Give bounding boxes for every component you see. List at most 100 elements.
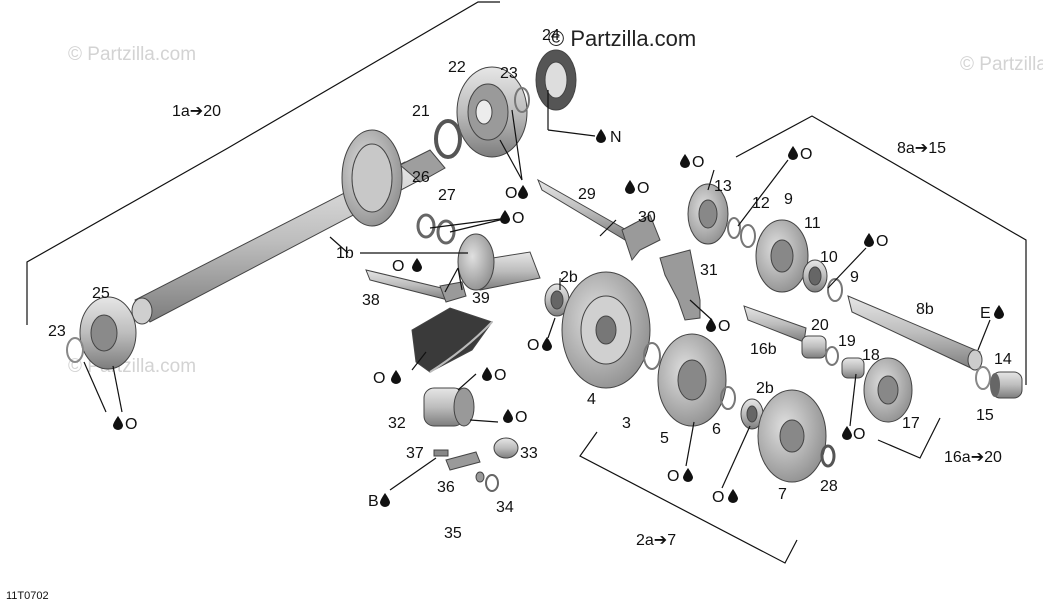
part-label-35: 35 [444,525,462,542]
bracket-8a-15 [735,115,1027,385]
shaft-16b [743,305,807,343]
part-label-11: 11 [804,215,821,232]
part-label-39: 39 [472,290,490,307]
part-label-30: 30 [638,209,656,226]
lube-o-label: O [853,426,865,443]
washer-9 [827,278,843,302]
oil-drop-icon [113,416,123,430]
lube-o-label: O [876,233,888,250]
oil-drop-icon [683,468,693,482]
washer-9-top [740,224,756,248]
fork-30 [621,214,661,262]
watermark-faint: © Partzilla.com [960,54,1043,75]
part-label-25: 25 [92,285,110,302]
part-label-4: 4 [587,391,596,408]
part-label-28: 28 [820,478,838,495]
lube-o-label: O [712,489,724,506]
part-label-19: 19 [838,333,856,350]
lube-o-label: O [512,210,524,227]
oil-drop-icon [380,493,390,507]
part-label-31: 31 [700,262,718,279]
lube-o-label: O [494,367,506,384]
link-36 [445,451,481,471]
bearing-22 [456,66,528,158]
washer-6 [720,386,736,410]
lube-o-label: O [637,180,649,197]
bearing-18 [841,357,865,379]
fork-31 [659,249,701,321]
oil-drop-icon [500,210,510,224]
part-label-9: 9 [850,269,859,286]
washer-19 [825,346,839,366]
shift-drum-32 [423,387,475,427]
part-label-34: 34 [496,499,514,516]
gear-5 [657,333,727,427]
bearing-10 [802,259,828,293]
washer-26 [416,213,436,239]
oil-drop-icon [503,409,513,423]
oil-drop-icon [391,370,401,384]
group-label-2a-7: 2a➔7 [636,532,676,549]
oil-drop-icon [994,305,1004,319]
shift-drum-segment [411,307,493,373]
oil-drop-icon [680,154,690,168]
part-label-36: 36 [437,479,455,496]
ring-14 [975,366,991,390]
oil-drop-icon [842,426,852,440]
bearing-25 [79,296,137,370]
lube-b-label: B [368,493,379,510]
figure-code: 11T0702 [6,590,49,602]
part-label-10: 10 [820,249,838,266]
lube-o-label: O [527,337,539,354]
washer-27 [436,219,456,245]
lube-n-label: N [610,129,622,146]
bevel-gear [341,129,403,227]
part-label-8b: 8b [916,301,934,318]
plate-33 [493,437,519,459]
bearing-2b-top [544,283,570,317]
part-label-18: 18 [862,347,880,364]
part-label-32: 32 [388,415,406,432]
part-label-24: 24 [542,27,560,44]
lube-e-label: E [980,305,991,322]
bracket-16a-20 [877,417,941,459]
bolt-37 [433,449,449,457]
lube-o-label: O [373,370,385,387]
part-label-23: 23 [500,65,518,82]
watermark-faint: © Partzilla.com [68,44,196,65]
watermark-main: © Partzilla.com [548,26,696,51]
part-label-27: 27 [438,187,456,204]
ring-23 [514,87,530,113]
lever-39 [439,281,467,303]
part-label-1b: 1b [336,245,354,262]
ring-12 [727,217,741,239]
part-label-37: 37 [406,445,424,462]
ring-3 [643,342,661,370]
washer-34 [485,474,499,492]
gear-11 [755,219,809,293]
bearing-2b-bottom [740,398,764,430]
part-label-22: 22 [448,59,466,76]
oil-drop-icon [412,258,422,272]
gear-13 [687,183,729,245]
oil-drop-icon [728,489,738,503]
washer-28 [820,444,836,468]
part-label-2b: 2b [756,380,774,397]
oil-drop-icon [596,129,606,143]
part-label-6: 6 [712,421,721,438]
part-label-15: 15 [976,407,994,424]
washer-21 [434,119,462,159]
part-label-16b: 16b [750,341,777,358]
bushing-20 [801,335,827,359]
oil-drop-icon [542,337,552,351]
part-label-33: 33 [520,445,538,462]
seal-24 [535,49,577,111]
gear-17 [863,357,913,423]
lube-o-label: O [692,154,704,171]
part-label-23: 23 [48,323,66,340]
bracket-1a-20 [26,1,500,325]
lube-o-label: O [505,185,517,202]
part-label-17: 17 [902,415,920,432]
part-label-2b: 2b [560,269,578,286]
part-label-29: 29 [578,186,596,203]
